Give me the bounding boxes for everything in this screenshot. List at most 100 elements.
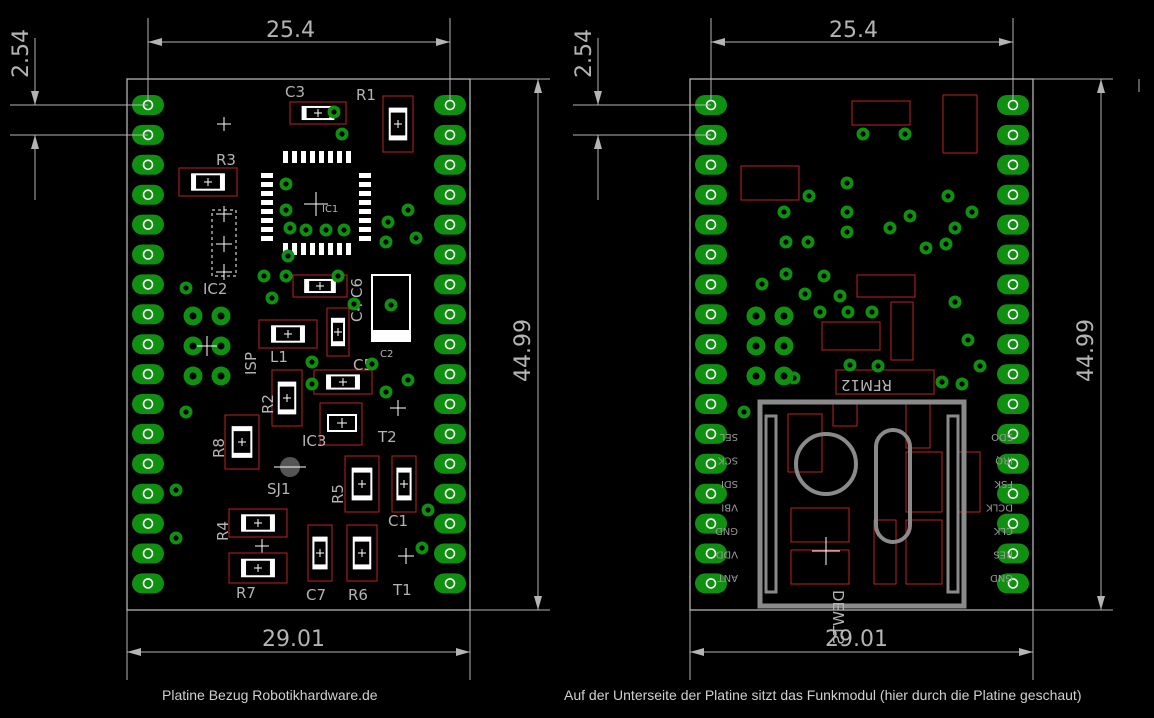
via-hole — [965, 337, 971, 343]
bottom-part-outline — [905, 519, 943, 585]
dim-board-height: 44.99 — [511, 319, 536, 382]
c7-outline — [307, 524, 333, 582]
pad-drill — [705, 398, 717, 410]
c3-outline — [289, 101, 347, 125]
isp-pad-hole — [217, 372, 225, 380]
isp-pad-hole — [752, 372, 760, 380]
rfm-pin-label-left: SCK — [718, 455, 738, 466]
dim-pin-pitch: 2.54 — [9, 29, 34, 78]
c5-pad — [327, 375, 332, 389]
r1-pad — [389, 108, 407, 113]
r8-pad — [232, 452, 252, 457]
left-header-pad — [132, 154, 164, 175]
via-hole — [806, 193, 812, 199]
via-hole — [902, 131, 908, 137]
ic1-pin — [283, 151, 288, 163]
label-ic2: IC2 — [203, 280, 227, 298]
pad-drill — [1007, 279, 1019, 290]
isp-pad-hole — [780, 342, 788, 350]
bottom-part-outline — [835, 369, 935, 395]
pad-drill — [142, 488, 154, 500]
r6-pad — [353, 564, 371, 569]
label-r5: R5 — [329, 484, 347, 504]
pad-drill — [705, 368, 717, 380]
l1-pad — [272, 326, 277, 342]
pad-drill — [142, 219, 154, 230]
r5-pad — [352, 468, 372, 473]
bottom-part-outline — [905, 451, 943, 513]
dimension-arrow — [999, 38, 1013, 46]
left-header-pad — [695, 513, 727, 534]
dim-board-height: 44.99 — [1074, 319, 1099, 382]
via-hole — [283, 207, 289, 213]
label-r2: R2 — [259, 394, 277, 414]
bottom-part-outline — [790, 549, 850, 585]
pad-drill — [142, 578, 154, 589]
isp-pad-hole — [189, 342, 197, 350]
c2-band — [372, 330, 410, 341]
left-header-pad — [132, 334, 164, 355]
label-t1: T1 — [392, 581, 412, 599]
right-header-pad — [434, 304, 466, 325]
bottom-part-outline — [890, 301, 914, 361]
ic1-pin — [310, 243, 315, 255]
via-hole — [860, 131, 866, 137]
pad-drill — [705, 219, 717, 230]
via-hole — [741, 409, 747, 415]
rfm-pin-label-right: IRQ — [995, 455, 1013, 466]
r1-outline — [382, 95, 414, 153]
left-header-pad — [695, 274, 727, 295]
pad-drill — [142, 338, 154, 350]
via-hole — [283, 181, 289, 187]
pad-drill — [1007, 129, 1019, 141]
label-rfm12: RFM12 — [841, 376, 892, 394]
via-hole — [837, 293, 843, 299]
pad-drill — [705, 338, 717, 350]
pad-drill — [705, 279, 717, 290]
label-ic3: IC3 — [302, 432, 326, 450]
bottom-part-outline — [790, 507, 850, 543]
via-hole — [269, 295, 275, 301]
l1-outline — [258, 319, 318, 349]
ic1-pin — [301, 243, 306, 255]
rfm-pin-label-right: FSK — [994, 478, 1013, 489]
via-hole — [952, 299, 958, 305]
label-c1: C1 — [388, 512, 408, 530]
r1-pad — [389, 135, 407, 140]
bottom-part-outline — [957, 451, 981, 513]
label-r4: R4 — [214, 521, 232, 541]
pad-drill — [444, 219, 456, 230]
c1-pad — [397, 468, 411, 473]
ic1-pin — [261, 209, 273, 214]
c1-pad — [397, 495, 411, 500]
via-hole — [331, 109, 337, 115]
r3-pad — [219, 174, 224, 190]
r7-pad — [269, 559, 274, 577]
right-header-pad — [434, 214, 466, 235]
left-header-pad — [695, 573, 727, 594]
pad-drill — [705, 458, 717, 470]
right-header-pad — [434, 543, 466, 564]
ic1-pin — [346, 151, 351, 163]
via-hole — [821, 273, 827, 279]
c4-pad — [305, 279, 310, 293]
ic1-pin — [337, 243, 342, 255]
via-hole — [283, 273, 289, 279]
via-hole — [875, 363, 881, 369]
via-hole — [759, 281, 765, 287]
left-header-pad — [695, 214, 727, 235]
via-hole — [887, 225, 893, 231]
ic1-pin — [346, 243, 351, 255]
right-header-pad — [434, 453, 466, 474]
via-hole — [287, 225, 293, 231]
r3-outline — [178, 167, 238, 197]
rfm-pin-label-right: SDO — [991, 431, 1013, 442]
isp-pad-hole — [189, 312, 197, 320]
rfm-pin-label-right: DCLK — [986, 502, 1013, 513]
rfm12-crystal-oval — [874, 428, 912, 544]
pad-drill — [444, 578, 456, 589]
ic1-pin — [261, 200, 273, 205]
via-hole — [939, 379, 945, 385]
dim-board-width: 29.01 — [262, 627, 325, 652]
